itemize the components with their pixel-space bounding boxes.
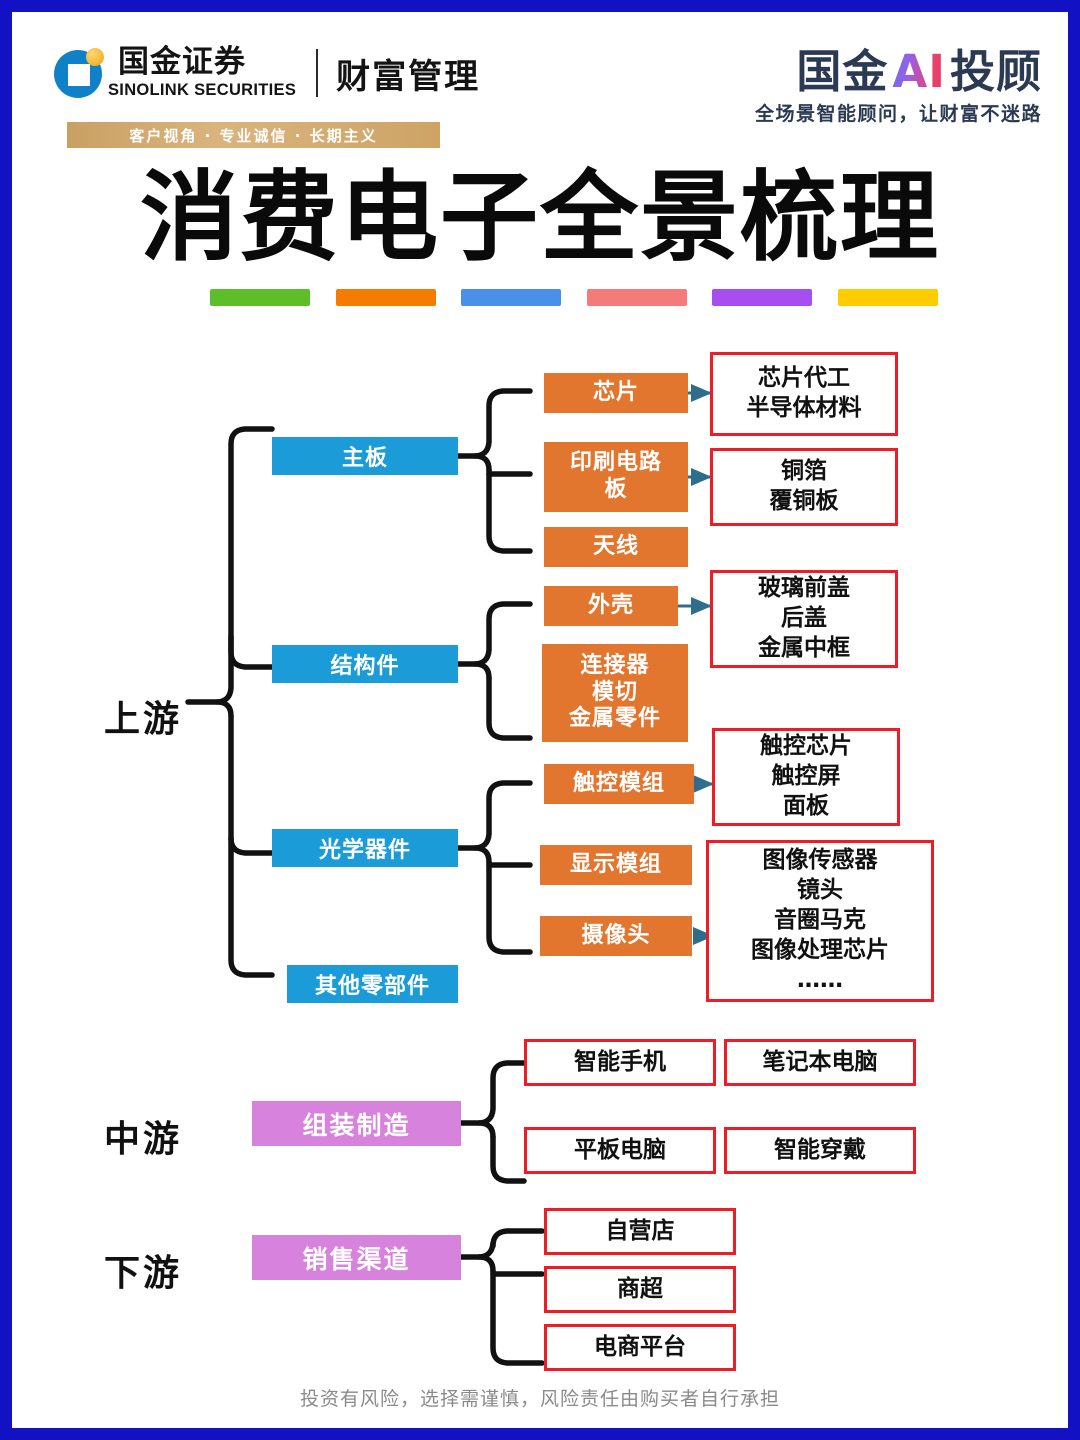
color-bar-salmon — [586, 289, 687, 306]
logo-divider — [316, 49, 319, 97]
node-mainboard[interactable]: 主板 — [272, 437, 458, 475]
ai-advisor-title: 国金AI投顾 — [755, 48, 1042, 95]
detail-touch-module-text: 触控芯片 触控屏 面板 — [760, 733, 852, 819]
product-smartphone: 智能手机 — [524, 1039, 716, 1086]
title-color-bars — [210, 289, 938, 307]
logo-company-name-en: SINOLINK SECURITIES — [108, 80, 297, 99]
footer-disclaimer: 投资有风险，选择需谨慎，风险责任由购买者自行承担 — [299, 1388, 780, 1410]
detail-chip-text: 芯片代工 半导体材料 — [746, 365, 862, 421]
sinolink-logo-icon — [54, 46, 108, 100]
node-antenna[interactable]: 天线 — [544, 527, 688, 567]
detail-camera: 图像传感器 镜头 音圈马克 图像处理芯片 …… — [706, 840, 934, 1002]
channel-supermarket: 商超 — [544, 1266, 736, 1313]
node-connector-group-label: 连接器 模切 金属零件 — [568, 652, 661, 732]
channel-self-operated-store: 自营店 — [544, 1208, 736, 1255]
node-chip[interactable]: 芯片 — [544, 373, 688, 413]
value-chain-diagram: 上游 中游 下游 主板 结构件 光学器件 其他零部件 芯片 印刷电路 板 天线 … — [12, 12, 1068, 1428]
node-shell[interactable]: 外壳 — [544, 586, 678, 626]
channel-ecommerce-platform: 电商平台 — [544, 1324, 736, 1371]
node-touch-module[interactable]: 触控模组 — [544, 764, 694, 804]
poster-canvas: 国金证券 SINOLINK SECURITIES 财富管理 客户视角 · 专业诚… — [12, 12, 1068, 1428]
node-sales-channel[interactable]: 销售渠道 — [252, 1235, 461, 1280]
ai-advisor-logo: 国金AI投顾 全场景智能顾问，让财富不迷路 — [755, 48, 1042, 126]
detail-camera-text: 图像传感器 镜头 音圈马克 图像处理芯片 …… — [751, 847, 889, 993]
node-pcb-label: 印刷电路 板 — [569, 450, 662, 502]
detail-pcb-text: 铜箔 覆铜板 — [769, 458, 839, 514]
ai-advisor-subtitle: 全场景智能顾问，让财富不迷路 — [754, 103, 1042, 126]
color-bar-yellow — [837, 289, 938, 306]
ai-title-prefix: 国金 — [796, 45, 889, 98]
logo-company-name-cn: 国金证券 — [118, 43, 246, 80]
color-bar-orange — [335, 289, 436, 306]
product-laptop: 笔记本电脑 — [724, 1039, 916, 1086]
product-wearable: 智能穿戴 — [724, 1127, 916, 1174]
brand-tagline-text: 客户视角 · 专业诚信 · 长期主义 — [129, 126, 378, 145]
node-camera[interactable]: 摄像头 — [540, 916, 692, 956]
brand-tagline-bar: 客户视角 · 专业诚信 · 长期主义 — [67, 122, 440, 148]
detail-touch-module: 触控芯片 触控屏 面板 — [712, 728, 900, 826]
color-bar-green — [210, 289, 310, 306]
logo-wealth-management: 财富管理 — [336, 56, 481, 97]
connector-lines — [185, 384, 714, 1366]
ai-title-mark: AI — [888, 45, 950, 98]
node-connector-group[interactable]: 连接器 模切 金属零件 — [542, 644, 688, 742]
ai-title-suffix: 投顾 — [949, 45, 1042, 98]
node-structural-parts[interactable]: 结构件 — [272, 645, 458, 683]
stage-label-downstream: 下游 — [104, 1253, 183, 1294]
page-title: 消费电子全景梳理 — [139, 161, 940, 275]
product-tablet: 平板电脑 — [524, 1127, 716, 1174]
node-assembly-manufacturing[interactable]: 组装制造 — [252, 1101, 461, 1146]
node-display-module[interactable]: 显示模组 — [540, 845, 692, 885]
node-pcb[interactable]: 印刷电路 板 — [544, 442, 688, 512]
node-optical-devices[interactable]: 光学器件 — [272, 829, 458, 867]
sinolink-logo: 国金证券 SINOLINK SECURITIES 财富管理 — [54, 46, 480, 100]
detail-shell: 玻璃前盖 后盖 金属中框 — [710, 570, 898, 668]
detail-chip: 芯片代工 半导体材料 — [710, 352, 898, 436]
node-other-parts[interactable]: 其他零部件 — [287, 965, 458, 1003]
stage-label-midstream: 中游 — [104, 1119, 183, 1160]
detail-shell-text: 玻璃前盖 后盖 金属中框 — [758, 575, 850, 661]
stage-label-upstream: 上游 — [104, 699, 183, 740]
color-bar-purple — [712, 289, 813, 306]
poster-header: 国金证券 SINOLINK SECURITIES 财富管理 客户视角 · 专业诚… — [12, 12, 1068, 148]
color-bar-blue — [461, 289, 562, 306]
detail-pcb: 铜箔 覆铜板 — [710, 448, 898, 526]
